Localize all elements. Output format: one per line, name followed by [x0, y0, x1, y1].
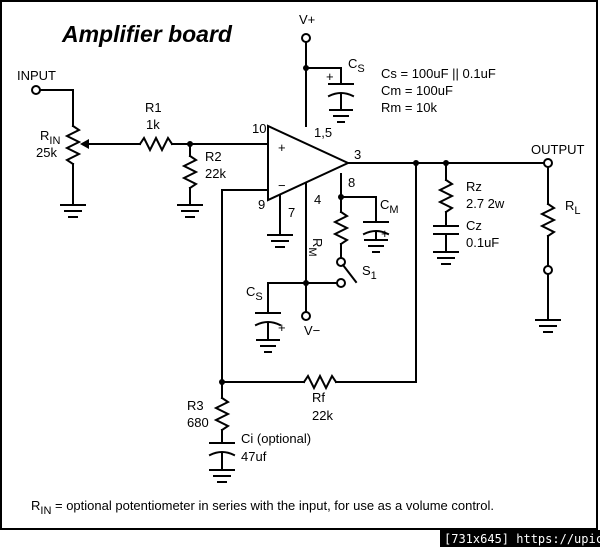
r2-resistor: [177, 143, 203, 218]
ci-value: 47uf: [241, 449, 267, 464]
diagram-border: [0, 0, 598, 530]
rz-value: 2.7 2w: [466, 196, 505, 211]
cm-capacitor: [340, 196, 390, 253]
cz-label: Cz: [466, 218, 482, 233]
rm-label: RM: [306, 238, 325, 257]
note-cs: Cs = 100uF || 0.1uF: [381, 66, 496, 81]
ci-capacitor: [208, 442, 236, 483]
s1-label: S1: [362, 263, 377, 282]
output-terminal: [543, 158, 553, 168]
pin-8-label: 8: [348, 175, 355, 190]
rl-label: RL: [565, 198, 581, 217]
rf-value: 22k: [312, 408, 333, 423]
pin-7-label: 7: [288, 205, 295, 220]
pin-4-label: 4: [314, 192, 321, 207]
note-rm: Rm = 10k: [381, 100, 437, 115]
vplus-label: V+: [299, 12, 315, 27]
rin-label: RIN: [40, 128, 60, 147]
op-amp-plus: +: [278, 140, 286, 155]
output-label: OUTPUT: [531, 142, 585, 157]
watermark-badge: [440, 530, 600, 547]
r2-label: R2: [205, 149, 222, 164]
input-terminal: [31, 85, 41, 95]
cm-label: CM: [380, 197, 399, 216]
vminus-terminal: [301, 311, 311, 321]
r3-resistor: [213, 381, 231, 444]
s1-switch: [305, 257, 358, 288]
cz-capacitor: [433, 225, 459, 265]
cs-bottom-label: CS: [246, 284, 263, 303]
r1-resistor: [138, 135, 269, 153]
watermark-text: [731x645] https://upic.me/: [444, 532, 600, 546]
op-amp: [267, 124, 351, 202]
rz-resistor: [437, 162, 455, 227]
pin-1-5-label: 1,5: [314, 125, 332, 140]
cs-top-plus: +: [326, 69, 334, 84]
cs-bottom-plus: +: [278, 320, 286, 335]
pin-9-label: 9: [258, 197, 265, 212]
r2-value: 22k: [205, 166, 226, 181]
r3-value: 680: [187, 415, 209, 430]
cz-value: 0.1uF: [466, 235, 499, 250]
rf-resistor: [221, 373, 417, 391]
rl-resistor: [535, 166, 561, 333]
rin-value: 25k: [36, 145, 57, 160]
r1-label: R1: [145, 100, 162, 115]
rm-resistor: [332, 210, 350, 259]
r3-label: R3: [187, 398, 204, 413]
footer-note: RIN = optional potentiometer in series w…: [31, 498, 494, 517]
cs-top-label: CS: [348, 56, 365, 75]
note-cm: Cm = 100uF: [381, 83, 453, 98]
pin-10-label: 10: [252, 121, 266, 136]
rin-potentiometer: [60, 89, 141, 218]
cs-top-capacitor: [305, 67, 355, 123]
vplus-terminal: [301, 33, 311, 43]
pin7-ground: [267, 194, 293, 248]
op-amp-minus: −: [278, 178, 286, 193]
rf-label: Rf: [312, 390, 325, 405]
pin-3-label: 3: [354, 147, 361, 162]
vminus-label: V−: [304, 323, 320, 338]
ci-label: Ci (optional): [241, 431, 311, 446]
input-label: INPUT: [17, 68, 56, 83]
diagram-title: Amplifier board: [61, 21, 233, 47]
cs-bottom-capacitor: [254, 282, 307, 353]
rz-label: Rz: [466, 179, 482, 194]
r1-value: 1k: [146, 117, 160, 132]
cm-plus: +: [381, 226, 389, 241]
